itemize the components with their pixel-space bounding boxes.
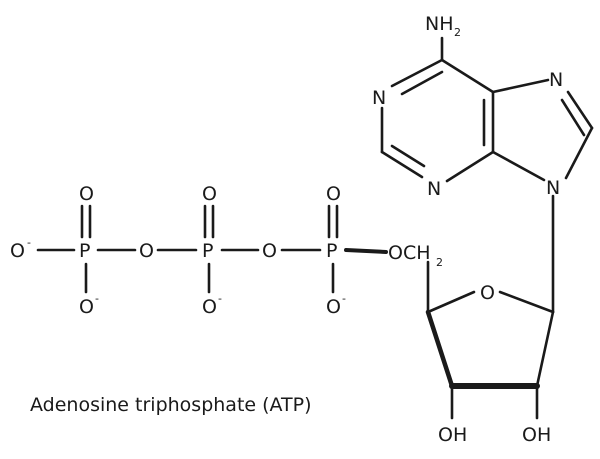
bond-c6-n1	[390, 58, 444, 88]
bond-c6-n1-double	[400, 70, 444, 96]
phosphate-1-top-oxygen: O	[79, 183, 94, 205]
phosphate-3-top-oxygen: O	[326, 183, 341, 205]
atom-labels: O - P O O - O P O O - O P O O - OCH 2 O …	[10, 13, 563, 446]
bond-c2-n3-double	[390, 144, 426, 168]
bonds	[36, 36, 594, 420]
bond-c2-n3	[380, 150, 424, 179]
bond-c5-n7	[491, 78, 550, 94]
bond-oring-c1	[498, 290, 555, 314]
bond-c4-c3	[425, 309, 455, 389]
adenine-n1: N	[372, 87, 386, 109]
phosphate-2-bottom-oxygen: O	[202, 296, 217, 318]
terminal-oxygen: O	[10, 240, 25, 262]
bond-n3-c4	[445, 150, 495, 183]
ribose-ring-oxygen: O	[480, 282, 495, 304]
adenine-n3: N	[427, 178, 441, 200]
phosphate-3-charge: -	[342, 292, 346, 305]
bridge-oxygen-1: O	[139, 240, 154, 262]
phosphate-1-charge: -	[95, 292, 99, 305]
bond-c4-n9	[491, 150, 546, 182]
phosphorus-1: P	[79, 240, 90, 262]
bond-c4-oring	[426, 290, 476, 314]
amine-group: NH	[425, 13, 454, 35]
bond-c6-c5	[440, 58, 495, 94]
bond-p3-och2	[344, 248, 388, 254]
bond-c8-n9	[564, 126, 594, 180]
ribose-hydroxyl-3: OH	[438, 424, 467, 446]
bond-n7-c8	[566, 90, 594, 130]
methylene-subscript: 2	[436, 256, 443, 269]
bridge-oxygen-2: O	[262, 240, 277, 262]
methylene-group: OCH	[388, 242, 431, 264]
terminal-charge: -	[27, 236, 31, 249]
phosphate-2-charge: -	[218, 292, 222, 305]
phosphate-2-top-oxygen: O	[202, 183, 217, 205]
phosphate-3-bottom-oxygen: O	[326, 296, 341, 318]
phosphorus-3: P	[326, 240, 337, 262]
phosphorus-2: P	[202, 240, 213, 262]
diagram-caption: Adenosine triphosphate (ATP)	[30, 394, 312, 416]
adenine-n7: N	[549, 69, 563, 91]
ribose-hydroxyl-2: OH	[522, 424, 551, 446]
phosphate-1-bottom-oxygen: O	[79, 296, 94, 318]
bond-c1-c2	[535, 310, 555, 388]
bond-n7-c8-double	[560, 98, 586, 137]
amine-subscript: 2	[454, 26, 461, 39]
adenine-n9: N	[546, 177, 560, 199]
